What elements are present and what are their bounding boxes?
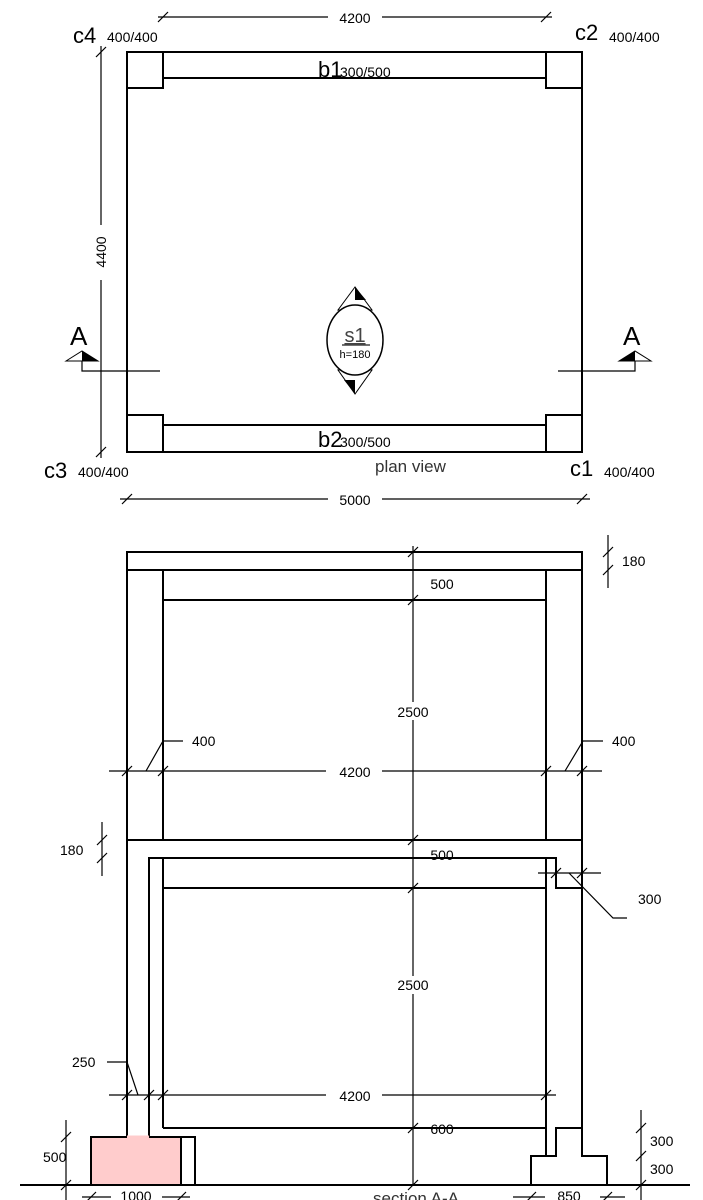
right-footing	[530, 1127, 608, 1186]
dim-height-top: 2500	[397, 704, 428, 720]
dim-footing-left-height: 500	[43, 1149, 67, 1165]
beam-b2-size: 300/500	[340, 434, 391, 450]
column-c2-label: c2	[575, 20, 598, 45]
beam-b1-label: b1	[318, 57, 342, 82]
dim-footing-right-bottom: 300	[650, 1161, 674, 1177]
column-c2	[545, 51, 583, 89]
slab-marker: s1 h=180	[326, 286, 384, 395]
column-c3-label: c3	[44, 458, 67, 483]
column-c4-size: 400/400	[107, 29, 158, 45]
dim-wall: 250	[72, 1054, 96, 1070]
slab-id: s1	[344, 325, 365, 347]
dim-height-bottom: 2500	[397, 977, 428, 993]
dim-floor-slab: 180	[60, 842, 84, 858]
column-c1-label: c1	[570, 456, 593, 481]
svg-text:A: A	[70, 321, 88, 351]
dim-plan-left: 4400	[93, 236, 109, 267]
dim-footing-mid: 600	[430, 1121, 454, 1137]
beam-b1-size: 300/500	[340, 64, 391, 80]
section-view: 500 2500 500 2500 600 180 4200 400 400 1…	[20, 535, 690, 1200]
svg-text:A: A	[623, 321, 641, 351]
dim-span-top: 4200	[339, 764, 370, 780]
column-c3-size: 400/400	[78, 464, 129, 480]
dim-plan-bottom: 5000	[339, 492, 370, 508]
dim-col-left: 400	[192, 733, 216, 749]
plan-view-title: plan view	[375, 457, 447, 476]
dim-footing-right-top: 300	[650, 1133, 674, 1149]
dim-footing-right-width: 850	[557, 1188, 581, 1200]
dim-drop-beam: 300	[638, 891, 662, 907]
dim-span-bottom: 4200	[339, 1088, 370, 1104]
column-c1-size: 400/400	[604, 464, 655, 480]
dim-roof-slab: 180	[622, 553, 646, 569]
plan-view: b1 300/500 b2 300/500 c4 400/400 c2 400/…	[44, 7, 660, 508]
section-mark-right: A	[558, 321, 653, 372]
column-c2-size: 400/400	[609, 29, 660, 45]
column-c4-label: c4	[73, 23, 96, 48]
roof-slab	[126, 551, 583, 571]
dim-col-right: 400	[612, 733, 636, 749]
slab-thickness: h=180	[340, 349, 371, 361]
dim-beam-mid: 500	[430, 847, 454, 863]
dim-plan-top: 4200	[339, 10, 370, 26]
left-footing-box	[180, 1136, 196, 1186]
section-mark-left: A	[64, 321, 160, 372]
dim-footing-left-width: 1000	[120, 1188, 151, 1200]
beam-b2-label: b2	[318, 427, 342, 452]
section-title: section A-A	[373, 1189, 460, 1200]
column-c1	[545, 414, 583, 453]
column-c4	[126, 51, 164, 89]
dim-beam-top: 500	[430, 576, 454, 592]
column-c3	[126, 414, 164, 453]
